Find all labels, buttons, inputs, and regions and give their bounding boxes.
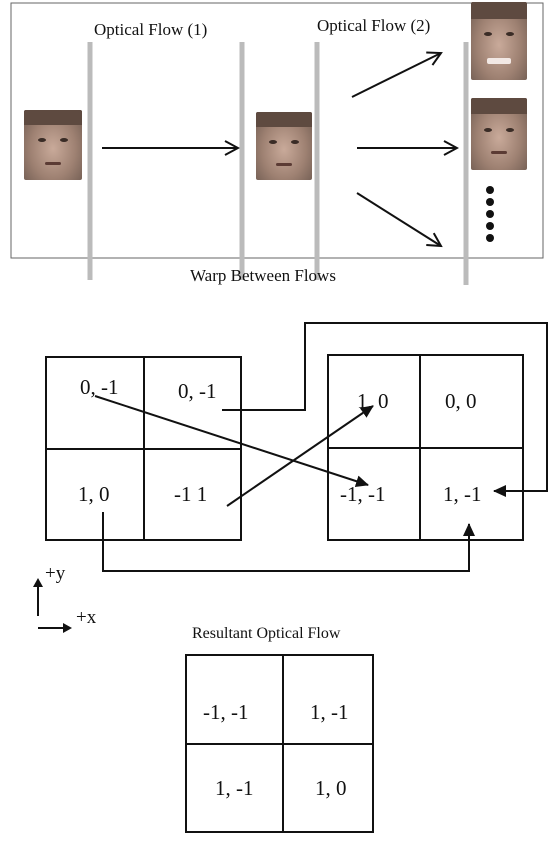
y-axis-label: +y: [45, 563, 66, 584]
axes-indicator: [33, 578, 72, 633]
more-frames-ellipsis: [486, 186, 495, 246]
warp-grids: [45, 322, 548, 572]
resultant-title: Resultant Optical Flow: [192, 625, 341, 642]
resultant-cell-1-0: 1, -1: [215, 776, 254, 800]
left-grid-cell-1-0: 1, 0: [78, 482, 110, 506]
right-grid-cell-1-1: 1, -1: [443, 482, 482, 506]
resultant-cell-1-1: 1, 0: [315, 776, 347, 800]
face-image-source: [24, 110, 82, 180]
optical-flow-1-label: Optical Flow (1): [94, 20, 208, 39]
optical-flow-2-label: Optical Flow (2): [317, 16, 431, 35]
map-arrow-0-0: [94, 395, 369, 487]
right-grid-cell-0-1: 0, 0: [445, 389, 477, 413]
left-grid-cell-0-0: 0, -1: [80, 375, 119, 399]
face-image-frown: [471, 98, 527, 170]
map-arrow-1-1: [226, 405, 374, 507]
flow-arrow-down: [356, 192, 441, 246]
left-grid-cell-0-1: 0, -1: [178, 379, 217, 403]
map-connector-1-0: [102, 512, 475, 572]
right-grid-cell-0-0: 1, 0: [357, 389, 389, 413]
flow-frame: [10, 2, 544, 259]
resultant-grid: [185, 654, 374, 833]
face-image-smile: [471, 2, 527, 80]
resultant-cell-0-0: -1, -1: [203, 700, 249, 724]
x-axis-label: +x: [76, 607, 97, 628]
flow-arrow-up: [351, 53, 441, 98]
resultant-cell-0-1: 1, -1: [310, 700, 349, 724]
top-diagram: [10, 2, 544, 285]
map-connector-0-1: [222, 322, 548, 497]
right-grid-cell-1-0: -1, -1: [340, 482, 386, 506]
left-grid-cell-1-1: -1 1: [174, 482, 208, 506]
face-image-intermediate: [256, 112, 312, 180]
warp-between-flows-label: Warp Between Flows: [190, 266, 336, 285]
